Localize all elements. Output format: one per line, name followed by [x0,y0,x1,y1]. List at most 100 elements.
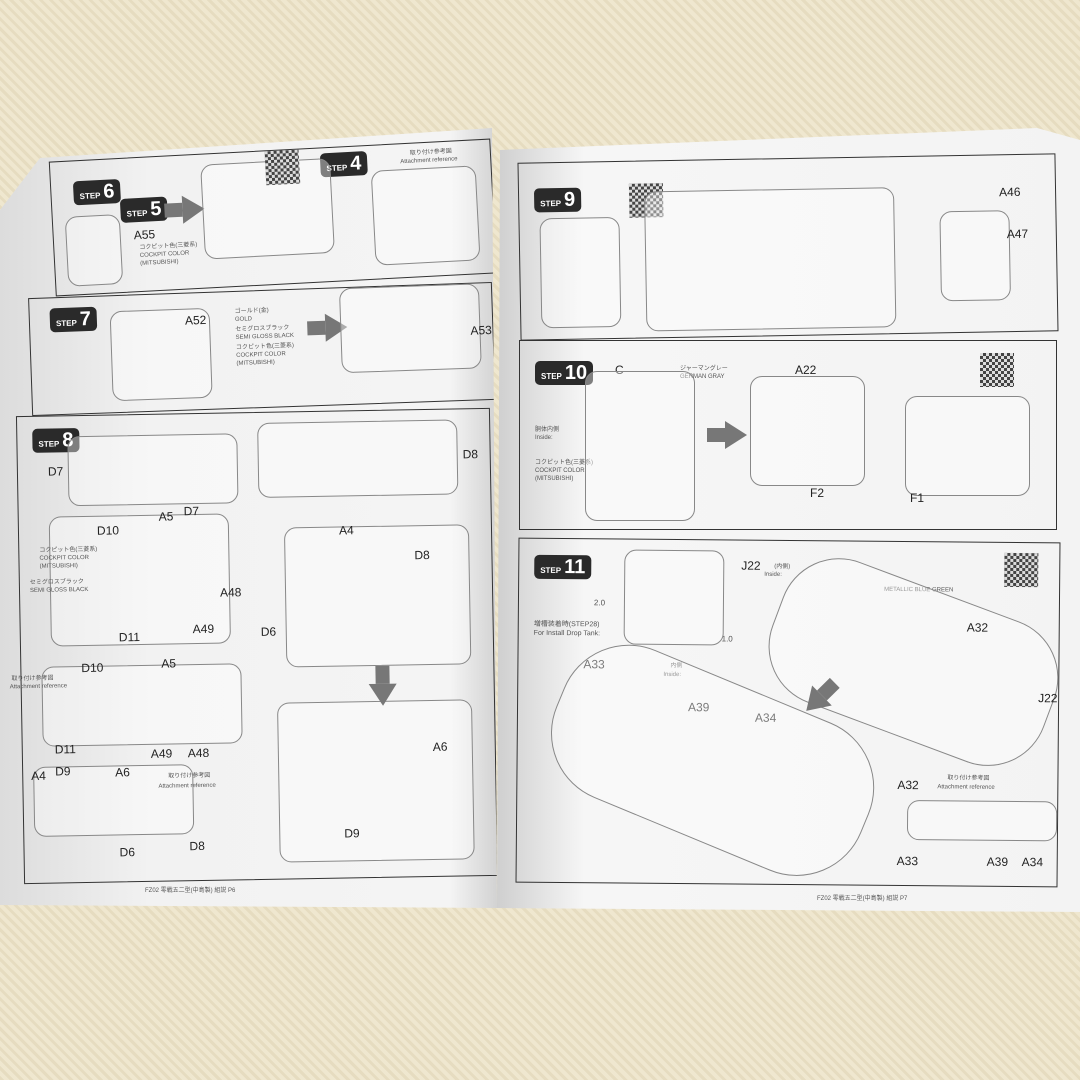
part-label: C [615,363,624,377]
part-label: D11 [118,630,141,645]
part-label: D9 [344,826,360,841]
paint-note: COCKPIT COLOR (MITSUBISHI) [535,468,585,482]
part-label: A5 [161,656,177,671]
paint-note: SEMI GLOSS BLACK [235,332,295,341]
paint-note: ジャーマングレー [680,366,728,372]
drill-size: 2.0 [593,598,606,608]
page-footer: FZ02 零戦五二型(中島製) 組説 P6 [145,888,236,894]
part-drawing [750,376,865,486]
part-drawing [644,187,897,332]
paint-note: SEMI GLOSS BLACK [29,586,89,594]
part-label: D7 [47,464,64,479]
part-drawing [905,396,1030,496]
qr-code [1004,552,1039,588]
part-drawing [276,699,475,863]
part-label: D9 [55,764,71,779]
part-label: A22 [795,363,817,377]
part-drawing [338,283,482,374]
part-label: A48 [219,585,242,600]
part-label: A49 [150,746,173,761]
part-drawing [585,371,695,521]
part-drawing [64,214,124,287]
attachment-ref-title: 取り付け参考図 [168,772,211,780]
part-label: D8 [462,447,479,462]
part-label: A53 [470,322,493,338]
part-label: F1 [910,491,925,505]
part-drawing [939,210,1011,302]
part-label: F2 [810,486,825,500]
part-label: D7 [183,503,200,519]
part-label: D10 [96,523,120,538]
part-label: A5 [158,509,174,524]
paint-note: COCKPIT COLOR (MITSUBISHI) [39,554,90,570]
part-label: A49 [192,621,215,637]
part-label: A4 [338,523,354,538]
part-label: A39 [986,854,1009,869]
paint-note: 胴体内側 [535,427,560,433]
part-drawing [283,524,472,668]
part-label: A52 [184,312,207,328]
part-label: A33 [896,853,919,869]
part-label: A4 [31,768,47,783]
part-label: D6 [260,624,277,639]
part-label: A47 [1006,226,1029,242]
paint-note: Inside: [535,435,553,441]
part-label: A55 [133,227,156,243]
paint-note: COCKPIT COLOR (MITSUBISHI) [139,250,190,268]
attachment-ref-title: Attachment reference [9,683,68,691]
drop-tank-note: For Install Drop Tank: [533,629,601,638]
part-drawing [41,663,243,747]
paint-note: GERMAN GRAY [680,374,725,380]
arrow-icon [368,683,398,707]
part-label: J22 [741,558,761,573]
part-drawing [370,165,481,266]
qr-code [980,353,1014,387]
inside-note: (内側) [774,563,791,571]
part-label: A32 [897,777,919,793]
part-drawing [539,216,622,329]
attachment-ref-title: Attachment reference [158,782,216,790]
arrow-icon [707,421,747,449]
qr-code [264,149,301,186]
part-label: D10 [81,660,104,676]
part-label: A6 [115,765,130,780]
part-label: A34 [1021,855,1044,870]
part-drawing [257,419,459,498]
attachment-ref-title: Attachment reference [400,156,458,166]
part-label: A32 [966,620,989,635]
part-drawing [67,433,239,507]
part-drawing [623,549,725,646]
part-drawing [906,800,1058,842]
part-label: D8 [189,838,205,854]
attachment-ref-title: 取り付け参考図 [947,775,990,782]
page-footer: FZ02 零戦五二型(中島製) 組説 P7 [817,896,908,902]
drop-tank-note: 増槽装着時(STEP28) [533,620,600,629]
attachment-ref-title: Attachment reference [937,784,995,791]
inside-note: Inside: [764,571,782,578]
part-label: A6 [432,739,448,754]
paint-note: コクピット色(三菱系) [535,460,593,466]
part-label: A46 [998,184,1021,200]
drill-size: 1.0 [721,634,733,644]
part-label: A48 [187,745,210,761]
paint-note: COCKPIT COLOR (MITSUBISHI) [236,351,286,367]
part-label: D6 [119,845,136,860]
part-label: D11 [54,742,77,757]
part-label: D8 [414,547,430,563]
paint-note: GOLD [234,316,253,323]
part-label: J22 [1038,691,1058,706]
